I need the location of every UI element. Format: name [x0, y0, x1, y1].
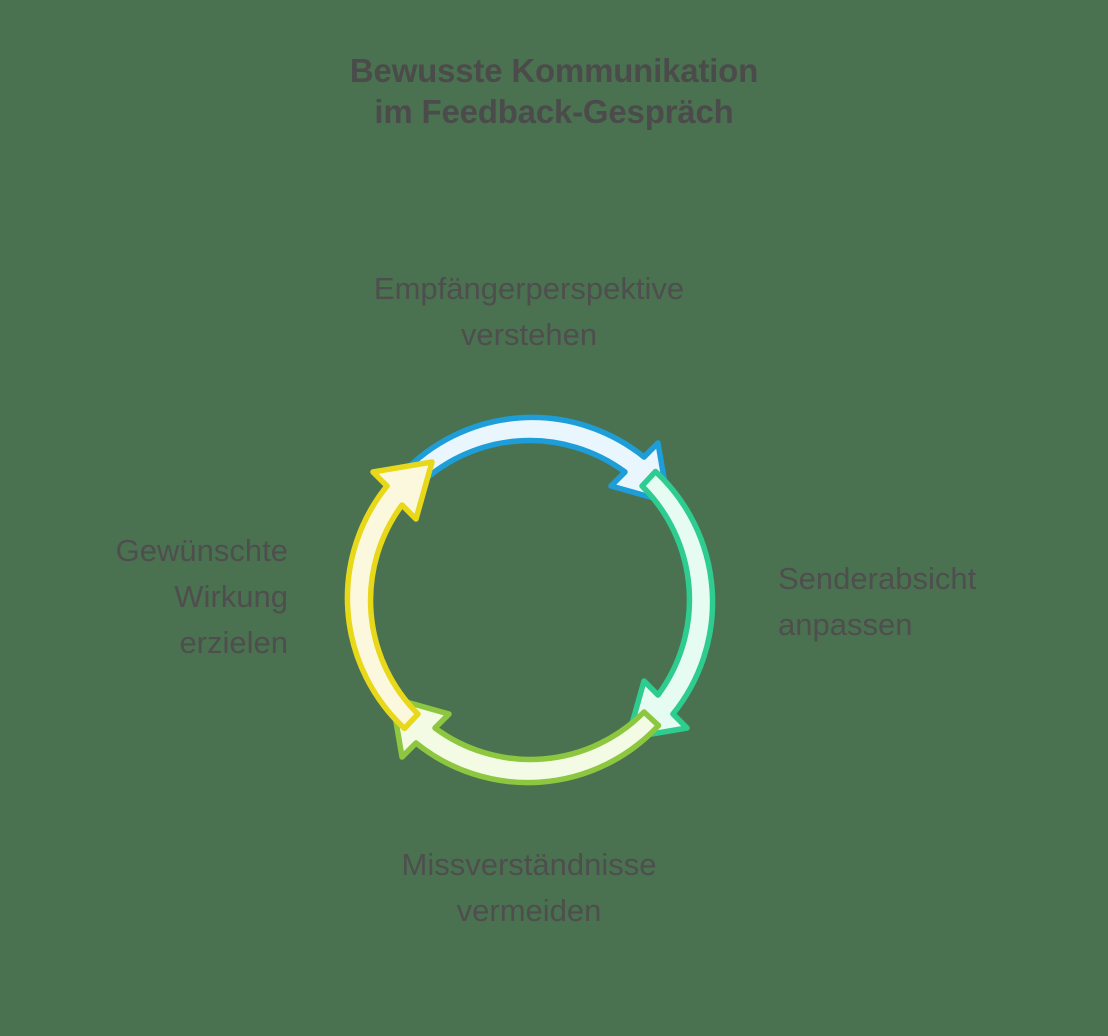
arrow-left-yellow — [344, 459, 435, 732]
arrow-bottom-lime — [389, 695, 662, 786]
page-title-line-1: Bewusste Kommunikation — [349, 52, 759, 89]
page-title: Bewusste Kommunikation im Feedback-Gespr… — [0, 50, 1108, 132]
cycle-label-top: Empfängerperspektive verstehen — [373, 271, 685, 352]
arrow-top-blue — [398, 414, 671, 505]
cycle-arrows-graphic — [344, 414, 716, 786]
cycle-label-right: Senderabsicht anpassen — [778, 561, 977, 642]
cycle-label-left: Gewünschte Wirkung erzielen — [115, 533, 288, 660]
cycle-label-bottom: Missverständnisse vermeiden — [401, 847, 657, 928]
page-title-line-2: im Feedback-Gespräch — [374, 93, 734, 130]
arrow-right-green — [625, 468, 716, 741]
